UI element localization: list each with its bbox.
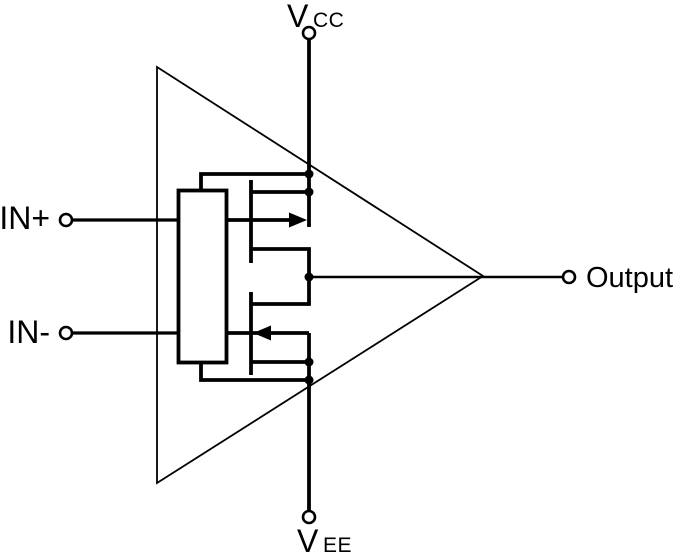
vcc-terminal [301,25,317,41]
vee-terminal [301,509,317,525]
nmos-output-transistor [226,277,311,375]
output-label: Output [586,262,673,294]
vee-label-subscript: EE [323,534,352,556]
nmos-body-arrow-icon [253,325,271,341]
bias-wire-bottom [199,362,309,382]
in-plus-terminal [58,212,74,228]
junction-dot [304,169,314,179]
nmos-drain-wire [251,277,311,306]
in-minus-label: IN- [7,314,50,350]
bias-wire-top [199,172,309,191]
input-stage-block [176,188,229,365]
opamp-triangle-symbol [156,65,485,485]
junction-dot [304,187,314,197]
in-plus-label: IN+ [0,200,50,236]
pmos-drain-wire [251,247,311,277]
output-terminal [561,269,577,285]
pmos-output-transistor [226,180,311,277]
junction-dot [304,375,314,385]
pmos-body-arrow-icon [289,212,307,228]
vcc-label: V [287,0,309,34]
vcc-label-subscript: CC [313,9,344,32]
in-minus-terminal [58,325,74,341]
junction-dot [304,357,314,367]
vee-label: V [297,523,319,556]
